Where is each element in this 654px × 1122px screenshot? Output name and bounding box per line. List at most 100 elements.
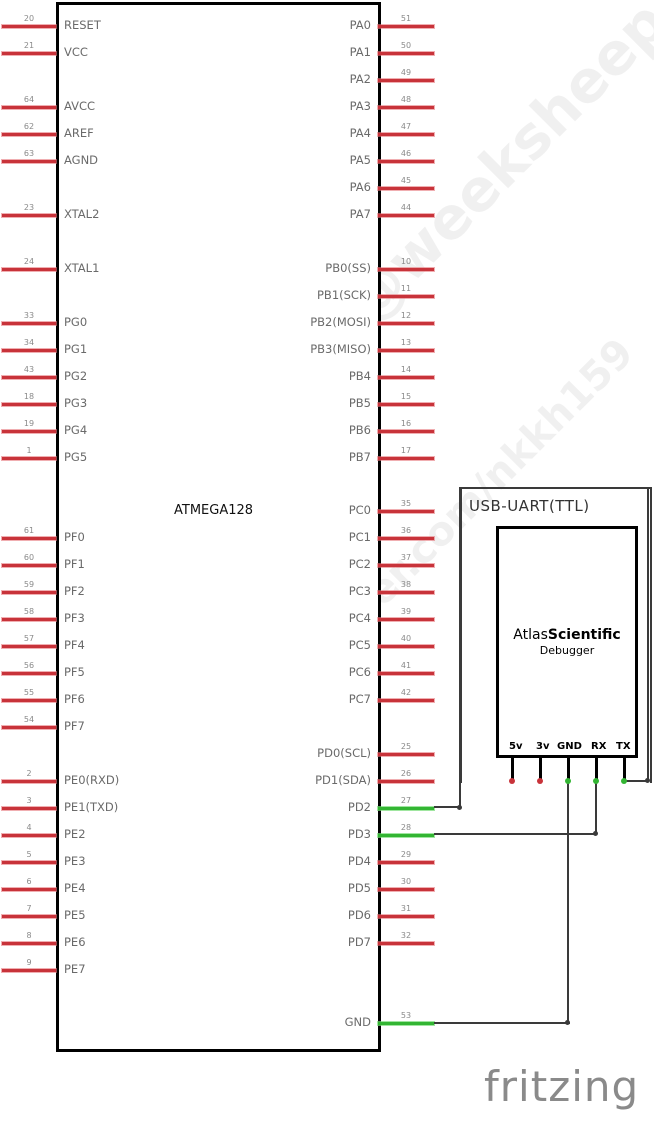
pin-pc2[interactable] [378, 564, 434, 567]
pin-aref[interactable] [2, 133, 56, 136]
pin-pg5[interactable] [2, 457, 56, 460]
pin-label: PC1 [348, 530, 371, 544]
pin-number: 61 [23, 526, 35, 535]
atlas-debugger-module[interactable]: AtlasScientific Debugger 5v 3v GND RX TX [496, 526, 638, 758]
pin-pb2-mosi-[interactable] [378, 322, 434, 325]
pin-label: PG0 [64, 315, 88, 329]
pin-pe4[interactable] [2, 888, 56, 891]
pin-number: 44 [400, 203, 412, 212]
debugger-pin-3v[interactable] [539, 755, 542, 783]
pin-label: PB4 [348, 369, 371, 383]
pin-pf4[interactable] [2, 645, 56, 648]
debugger-pin-tx[interactable] [623, 755, 626, 783]
pin-pg2[interactable] [2, 376, 56, 379]
pin-pd3[interactable] [378, 834, 434, 837]
pin-pf3[interactable] [2, 618, 56, 621]
pin-label: PF4 [64, 638, 85, 652]
pin-pf5[interactable] [2, 672, 56, 675]
pin-pb3-miso-[interactable] [378, 349, 434, 352]
pin-pe3[interactable] [2, 861, 56, 864]
pin-number: 26 [400, 769, 412, 778]
pin-pf6[interactable] [2, 699, 56, 702]
pin-pc0[interactable] [378, 510, 434, 513]
pin-pa0[interactable] [378, 25, 434, 28]
pin-pb5[interactable] [378, 403, 434, 406]
pin-xtal1[interactable] [2, 268, 56, 271]
pin-label: PD3 [347, 827, 371, 841]
pin-pb7[interactable] [378, 457, 434, 460]
pin-pg3[interactable] [2, 403, 56, 406]
pin-label: PA1 [349, 45, 371, 59]
pin-pe2[interactable] [2, 834, 56, 837]
dbg-pin-label-gnd: GND [557, 741, 582, 752]
pin-label: AVCC [64, 99, 96, 113]
pin-label: RESET [64, 18, 101, 32]
pin-number: 51 [400, 14, 412, 23]
pin-pb0-ss-[interactable] [378, 268, 434, 271]
pin-pc3[interactable] [378, 591, 434, 594]
pin-pe0-rxd-[interactable] [2, 780, 56, 783]
pin-pa7[interactable] [378, 214, 434, 217]
pin-label: PA5 [349, 153, 371, 167]
pin-pd2[interactable] [378, 807, 434, 810]
pin-pg1[interactable] [2, 349, 56, 352]
pin-pb1-sck-[interactable] [378, 295, 434, 298]
debugger-pin-5v[interactable] [511, 755, 514, 783]
pin-pc4[interactable] [378, 618, 434, 621]
pin-pf7[interactable] [2, 726, 56, 729]
pin-pc7[interactable] [378, 699, 434, 702]
pin-pc6[interactable] [378, 672, 434, 675]
pin-number: 21 [23, 41, 35, 50]
pin-label: PD1(SDA) [315, 773, 371, 787]
debugger-pin-rx[interactable] [595, 755, 598, 783]
pin-pa2[interactable] [378, 79, 434, 82]
pin-pd5[interactable] [378, 888, 434, 891]
pin-endpoint-icon [621, 778, 627, 784]
pin-pf1[interactable] [2, 564, 56, 567]
pin-pa3[interactable] [378, 106, 434, 109]
pin-pb4[interactable] [378, 376, 434, 379]
pin-number: 18 [23, 392, 35, 401]
pin-gnd[interactable] [378, 1022, 434, 1025]
pin-pe7[interactable] [2, 969, 56, 972]
pin-pg4[interactable] [2, 430, 56, 433]
pin-label: PC4 [348, 611, 371, 625]
pin-avcc[interactable] [2, 106, 56, 109]
pin-agnd[interactable] [2, 160, 56, 163]
pin-number: 19 [23, 419, 35, 428]
pin-pa4[interactable] [378, 133, 434, 136]
pin-pe5[interactable] [2, 915, 56, 918]
pin-pd6[interactable] [378, 915, 434, 918]
pin-number: 50 [400, 41, 412, 50]
pin-label: PA2 [349, 72, 371, 86]
pin-number: 25 [400, 742, 412, 751]
pin-vcc[interactable] [2, 52, 56, 55]
pin-reset[interactable] [2, 25, 56, 28]
pin-pc1[interactable] [378, 537, 434, 540]
atmega128-chip[interactable] [56, 2, 381, 1052]
pin-pd0-scl-[interactable] [378, 753, 434, 756]
pin-pa6[interactable] [378, 187, 434, 190]
pin-pe6[interactable] [2, 942, 56, 945]
pin-number: 28 [400, 823, 412, 832]
pin-pd7[interactable] [378, 942, 434, 945]
pin-pf2[interactable] [2, 591, 56, 594]
pin-label: PA0 [349, 18, 371, 32]
pin-pc5[interactable] [378, 645, 434, 648]
pin-number: 37 [400, 553, 412, 562]
pin-pg0[interactable] [2, 322, 56, 325]
pin-pb6[interactable] [378, 430, 434, 433]
pin-pa1[interactable] [378, 52, 434, 55]
pin-xtal2[interactable] [2, 214, 56, 217]
pin-number: 13 [400, 338, 412, 347]
pin-label: PB5 [348, 396, 371, 410]
pin-number: 64 [23, 95, 35, 104]
pin-label: PA4 [349, 126, 371, 140]
debugger-pin-gnd[interactable] [567, 755, 570, 783]
pin-pf0[interactable] [2, 537, 56, 540]
pin-pd4[interactable] [378, 861, 434, 864]
pin-pe1-txd-[interactable] [2, 807, 56, 810]
pin-label: PB1(SCK) [317, 288, 371, 302]
pin-pd1-sda-[interactable] [378, 780, 434, 783]
pin-pa5[interactable] [378, 160, 434, 163]
